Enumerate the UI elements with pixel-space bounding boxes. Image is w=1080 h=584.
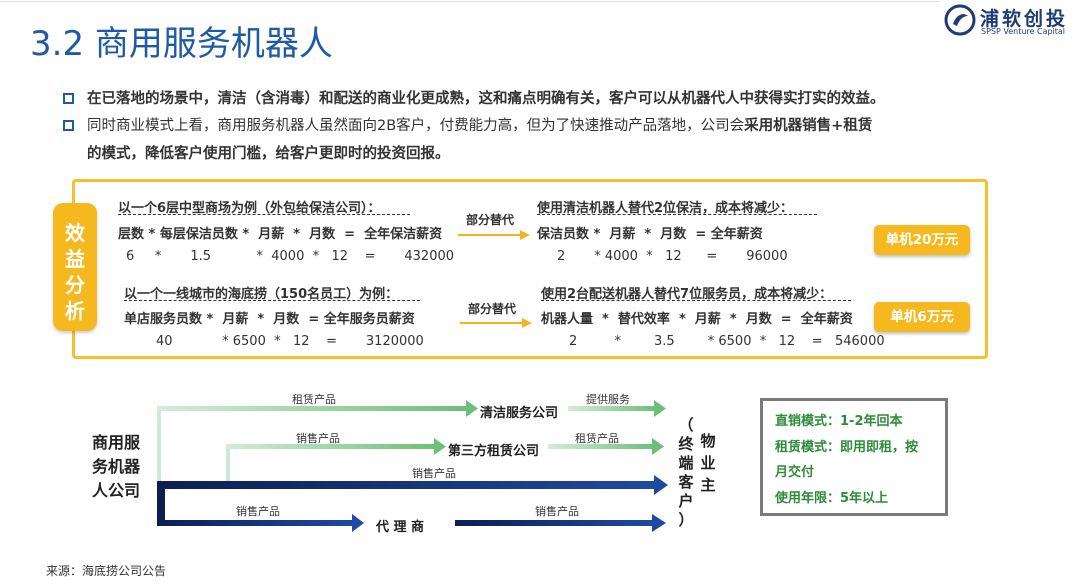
vchar: 物 [700,432,716,450]
mall-formula: 层数 * 每层保洁员数 * 月薪 * 月数 = 全年保洁薪资 [118,227,443,242]
flow-label-rent: 租赁产品 [575,432,619,445]
underline [118,214,410,215]
summary-line: 直销模式：1-2年回本 [775,414,903,429]
summary-line: 使用年限：5年以上 [775,491,889,506]
node-third-party-leasing: 第三方租赁公司 [448,444,540,459]
company-line: 商用服 [92,433,141,452]
top-rule [0,1,940,2]
page-title: 3.2 商用服务机器人 [30,24,333,64]
vchar: 端 [678,454,694,472]
clean-robot-values: 2 * 4000 * 12 = 96000 [557,249,788,264]
vchar: 主 [700,476,716,494]
price-badge-20w: 单机20万元 [874,225,970,255]
source-note: 来源：海底捞公司公告 [46,564,167,578]
property-owner-label: 物 业 主 [698,430,718,496]
flow-label-sell: 销售产品 [236,505,280,518]
flow-label-sell: 销售产品 [296,432,340,445]
node-cleaning-service: 清洁服务公司 [480,406,559,421]
hdl-example-title: 以一个一线城市的海底捞（150名员工）为例： [124,287,399,302]
end-customer-label: （ 终 端 客 户 ） [676,416,696,530]
underline [541,300,851,301]
vchar: 户 [678,492,694,510]
bullet-1-text: 在已落地的场景中，清洁（含消毒）和配送的商业化更成熟，这和痛点明确有关，客户可以… [87,91,885,107]
hdl-values: 40 * 6500 * 12 = 3120000 [156,334,424,349]
arrow-label-partial-replace: 部分替代 [466,213,515,227]
vchar: 业 [700,454,716,472]
flow-label-sell: 销售产品 [412,467,456,480]
flow-label-sell: 销售产品 [535,505,579,518]
bullet-2-bold: 采用机器销售+租赁 [744,118,873,134]
bullet-2-line-2: 的模式，降低客户使用门槛，给客户更即时的投资回报。 [87,146,450,162]
underline [124,300,420,301]
logo-icon [944,4,976,36]
arrow-right-icon [458,230,530,240]
clean-robot-title: 使用清洁机器人替代2位保洁，成本将减少： [537,201,794,216]
price-badge-6w: 单机6万元 [874,302,970,332]
arrow-right-icon [460,318,532,328]
vchar: 终 [678,435,694,453]
delivery-robot-values: 2 * 3.5 * 6500 * 12 = 546000 [569,334,885,349]
clean-robot-formula: 保洁员数 * 月薪 * 月数 = 全年薪资 [537,227,763,242]
delivery-robot-title: 使用2台配送机器人替代7位服务员，成本将减少： [541,287,833,302]
vchar: ） [678,511,694,529]
bullet-icon [63,120,74,131]
bullet-2-normal: 同时商业模式上看，商用服务机器人虽然面向2B客户，付费能力高，但为了快速推动产品… [87,118,745,134]
flow-label-rent: 租赁产品 [292,393,336,406]
vchar: （ [678,416,694,434]
hdl-formula: 单店服务员数 * 月薪 * 月数 = 全年服务员薪资 [124,312,415,327]
summary-line: 月交付 [775,465,815,480]
tab-char: 析 [65,299,85,323]
delivery-robot-formula: 机器人量 * 替代效率 * 月薪 * 月数 = 全年薪资 [541,312,853,327]
underline [537,214,817,215]
benefit-analysis-tab: 效 益 分 析 [53,203,97,331]
mall-values: 6 * 1.5 * 4000 * 12 = 432000 [126,249,455,264]
logo-text-cn: 浦软创投 [980,8,1069,30]
flow-label-provide-service: 提供服务 [586,393,630,406]
robot-company-label: 商用服 务机器 人公司 [92,431,140,503]
bullet-icon [63,93,74,104]
business-model-diagram [157,400,668,532]
logo-text-en: SPSP Venture Capital [981,27,1066,36]
company-line: 人公司 [92,481,141,500]
company-line: 务机器 [92,457,141,476]
tab-char: 益 [65,247,85,271]
arrow-label-partial-replace: 部分替代 [468,302,517,316]
tab-char: 效 [65,221,85,245]
payback-summary-box: 直销模式：1-2年回本 租赁模式：即用即租，按 月交付 使用年限：5年以上 [760,398,948,516]
node-agent: 代 理 商 [376,520,425,535]
summary-line: 租赁模式：即用即租，按 [775,440,919,455]
bullet-2-line-1: 同时商业模式上看，商用服务机器人虽然面向2B客户，付费能力高，但为了快速推动产品… [87,113,872,139]
mall-example-title: 以一个6层中型商场为例（外包给保洁公司）： [118,201,381,216]
vchar: 客 [678,473,694,491]
tab-char: 分 [65,273,85,297]
